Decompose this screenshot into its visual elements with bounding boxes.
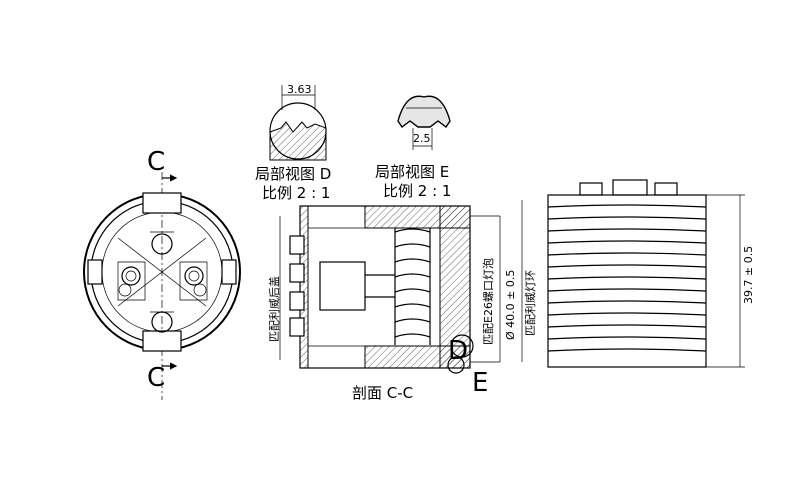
callout-e-label: E <box>472 368 488 398</box>
label-lamp-ring: 匹配利威灯环 <box>524 270 537 336</box>
section-mark-bottom: C <box>147 363 165 393</box>
terminal-2 <box>289 263 305 283</box>
label-diameter: Ø 40.0 ± 0.5 <box>504 270 517 340</box>
detail-d-scale: 比例 2 : 1 <box>262 184 330 202</box>
bottom-tab <box>142 330 182 352</box>
detail-d-title: 局部视图 D <box>255 165 331 183</box>
callout-d-circle <box>450 334 474 358</box>
section-caption: 剖面 C-C <box>352 384 413 402</box>
label-rear-cover: 匹配利威后盖 <box>267 276 281 342</box>
front-view: C C <box>83 147 241 400</box>
side-height-dimension: 39.7 ± 0.5 <box>742 246 755 304</box>
section-inner-thread <box>394 228 431 338</box>
side-top-pin-1 <box>579 182 603 196</box>
detail-d: 3.63 局部视图 D 比例 2 : 1 <box>255 83 331 202</box>
right-contact-hole <box>184 266 204 286</box>
side-thread-ridges <box>547 204 707 352</box>
callout-d-label: D <box>448 336 468 366</box>
left-contact-hole <box>121 266 141 286</box>
section-right-wall <box>439 205 471 369</box>
right-contact-inner <box>188 270 200 282</box>
label-e26: 匹配E26螺口灯泡 <box>481 258 495 345</box>
left-contact-inner <box>125 270 137 282</box>
terminal-4 <box>289 317 305 337</box>
left-tab <box>87 259 103 285</box>
left-contact-sub <box>118 283 132 297</box>
side-top-pin-3 <box>654 182 678 196</box>
callout-e-circle <box>447 356 465 374</box>
detail-e: 2.5 局部视图 E 比例 2 : 1 <box>375 95 451 200</box>
detail-e-profile <box>397 95 451 129</box>
terminal-3 <box>289 291 305 311</box>
front-ribs <box>117 231 207 313</box>
detail-d-dimension: 3.63 <box>287 83 312 96</box>
right-contact-sub <box>193 283 207 297</box>
center-contact-block <box>319 261 366 311</box>
top-hole <box>151 233 173 255</box>
right-tab <box>221 259 237 285</box>
detail-e-scale: 比例 2 : 1 <box>383 182 451 200</box>
section-mark-top: C <box>147 147 165 177</box>
detail-e-title: 局部视图 E <box>375 163 449 181</box>
top-tab <box>142 192 182 214</box>
contact-frames <box>117 261 208 301</box>
side-body <box>547 194 707 368</box>
detail-d-thread <box>269 121 327 161</box>
terminal-1 <box>289 235 305 255</box>
side-top-pin-2 <box>612 179 648 196</box>
section-view: D E 匹配利威后盖 匹配E26螺口灯泡 Ø 40.0 ± 0.5 匹配利威灯环… <box>267 200 537 402</box>
section-left-wall <box>299 205 309 369</box>
side-view: 39.7 ± 0.5 <box>547 179 755 368</box>
detail-e-dimension: 2.5 <box>413 132 431 145</box>
